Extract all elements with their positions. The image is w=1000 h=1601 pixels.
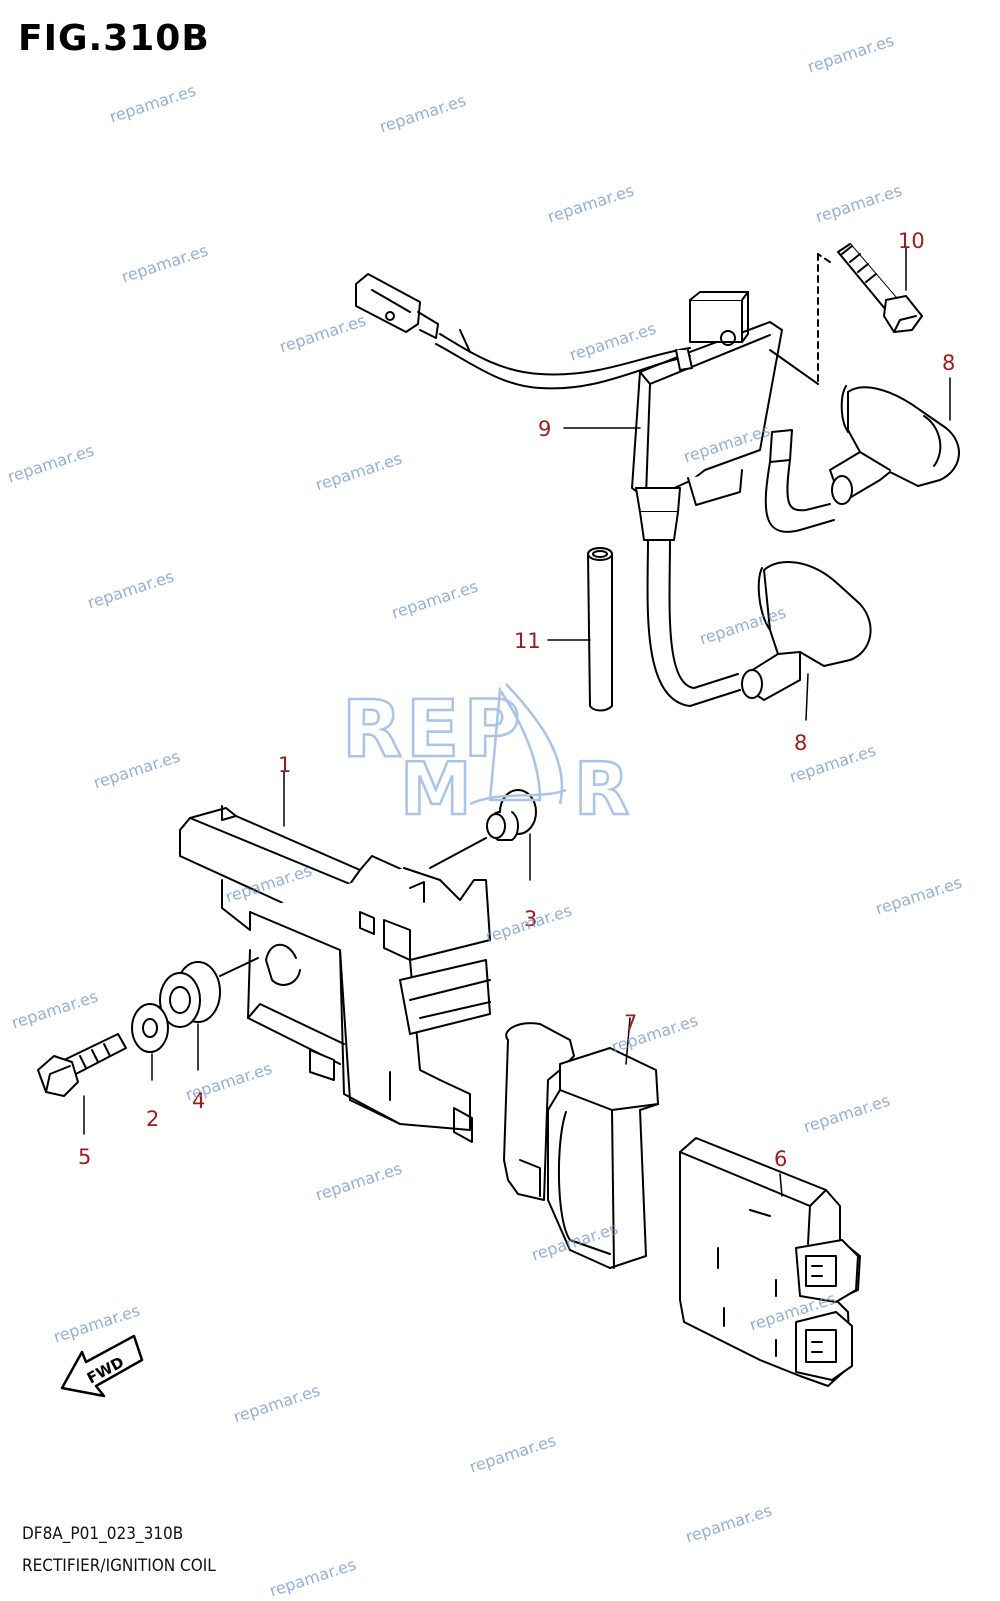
callout-4: 4 [192, 1089, 205, 1113]
figure-code: DF8A_P01_023_310B [22, 1524, 184, 1544]
callout-11: 11 [514, 629, 541, 653]
fwd-arrow-icon [60, 1334, 144, 1398]
grommet-4 [159, 957, 259, 1028]
callout-2: 2 [146, 1107, 159, 1131]
plug-cap-8-lower [741, 560, 872, 701]
callout-9: 9 [538, 417, 551, 441]
callout-10: 10 [898, 229, 925, 253]
leader-lines [83, 247, 951, 1197]
callout-1: 1 [278, 753, 291, 777]
bolt-5 [37, 1033, 127, 1097]
logo-line1: REP [342, 685, 525, 775]
brand-logo: REP M R [341, 683, 631, 832]
plug-cap-8-upper [829, 385, 960, 505]
callout-numbers: 1 2 3 4 5 6 7 8 8 9 10 11 [78, 229, 955, 1171]
callout-3: 3 [524, 907, 537, 931]
ignition-coil [355, 273, 835, 707]
cdi-unit-6 [679, 1137, 861, 1387]
cover-7 [503, 1022, 659, 1269]
callout-5: 5 [78, 1145, 91, 1169]
logo-m: M [400, 747, 472, 831]
figure-title: FIG.310B [18, 18, 210, 59]
bolt-10 [769, 243, 923, 385]
washer-2 [131, 1003, 169, 1053]
rectifier-bracket-1 [179, 805, 491, 1143]
callout-7: 7 [624, 1011, 637, 1035]
callout-8-upper: 8 [942, 351, 955, 375]
logo-r: R [574, 747, 629, 831]
callout-6: 6 [774, 1147, 787, 1171]
figure-description: RECTIFIER/IGNITION COIL [22, 1556, 216, 1576]
callout-8-lower: 8 [794, 731, 807, 755]
sleeve-11 [587, 547, 613, 712]
